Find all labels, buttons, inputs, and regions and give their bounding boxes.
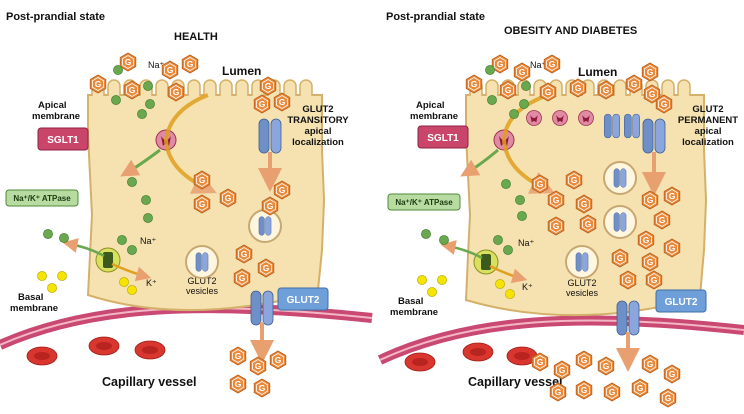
glut2-box-label: GLUT2: [287, 295, 320, 306]
sglt1-label: SGLT1: [427, 133, 459, 144]
panel-obesity: Post-prandial state OBESITY AND DIABETES…: [377, 11, 744, 408]
lumen-label: Lumen: [222, 64, 261, 78]
sodium-mid-label: Na⁺: [518, 238, 535, 248]
glut2-box: GLUT2: [655, 289, 707, 313]
glut2-vesicle: [603, 161, 637, 195]
sodium-top-label: Na⁺: [530, 60, 547, 70]
glut2-apical-label-4: localization: [682, 137, 734, 148]
basal-membrane-label-2: membrane: [10, 303, 58, 314]
glut2-vesicles-label-1: GLUT2: [567, 278, 596, 288]
atpase-box: Na⁺/K⁺ ATPase: [5, 189, 79, 207]
panel-health: Post-prandial state HEALTH Lumen Apic: [0, 11, 373, 398]
glut2-vesicle: [248, 209, 282, 243]
atpase-pump: [95, 247, 121, 273]
glut2-vesicles-label-2: vesicles: [566, 288, 599, 298]
capillary-label: Capillary vessel: [102, 375, 197, 389]
atpase-box: Na⁺/K⁺ ATPase: [387, 193, 461, 211]
apical-sglt1-row: [526, 110, 594, 126]
atpase-label: Na⁺/K⁺ ATPase: [13, 194, 71, 203]
capillary-label: Capillary vessel: [468, 375, 563, 389]
state-label: Post-prandial state: [386, 11, 485, 23]
glut2-vesicle: [603, 205, 637, 239]
sglt1-label: SGLT1: [47, 135, 79, 146]
sglt1-box: SGLT1: [417, 125, 469, 149]
glut2-vesicle: [565, 245, 599, 279]
sglt1-box: SGLT1: [37, 127, 89, 151]
apical-membrane-label-2: membrane: [32, 111, 80, 122]
basal-membrane-label-2: membrane: [390, 307, 438, 318]
glut2-apical-label-4: localization: [292, 137, 344, 148]
sodium-top-label: Na⁺: [148, 60, 165, 70]
glut2-box-label: GLUT2: [665, 297, 698, 308]
basal-membrane-label-1: Basal: [18, 292, 43, 303]
panel-title: OBESITY AND DIABETES: [504, 25, 637, 37]
potassium-label: K⁺: [146, 278, 157, 288]
glut2-vesicles-label-1: GLUT2: [187, 276, 216, 286]
glut2-box: GLUT2: [277, 287, 329, 311]
state-label: Post-prandial state: [6, 11, 105, 23]
glut2-apical-label-2: PERMANENT: [678, 115, 738, 126]
potassium-label: K⁺: [522, 282, 533, 292]
glut2-apical-label-3: apical: [695, 126, 722, 137]
glut2-apical-label-3: apical: [305, 126, 332, 137]
panel-title: HEALTH: [174, 31, 218, 43]
atpase-label: Na⁺/K⁺ ATPase: [395, 198, 453, 207]
glut2-apical-label-2: TRANSITORY: [287, 115, 349, 126]
glut2-apical-label-1: GLUT2: [692, 104, 723, 115]
apical-membrane-label-2: membrane: [410, 111, 458, 122]
glut2-apical-label-1: GLUT2: [302, 104, 333, 115]
apical-membrane-label-1: Apical: [416, 100, 445, 111]
glut2-vesicle: [185, 245, 219, 279]
sodium-mid-label: Na⁺: [140, 236, 157, 246]
atpase-pump: [473, 249, 499, 275]
lumen-label: Lumen: [578, 65, 617, 79]
basal-membrane-label-1: Basal: [398, 296, 423, 307]
glut2-vesicles-label-2: vesicles: [186, 286, 219, 296]
apical-membrane-label-1: Apical: [38, 100, 67, 111]
